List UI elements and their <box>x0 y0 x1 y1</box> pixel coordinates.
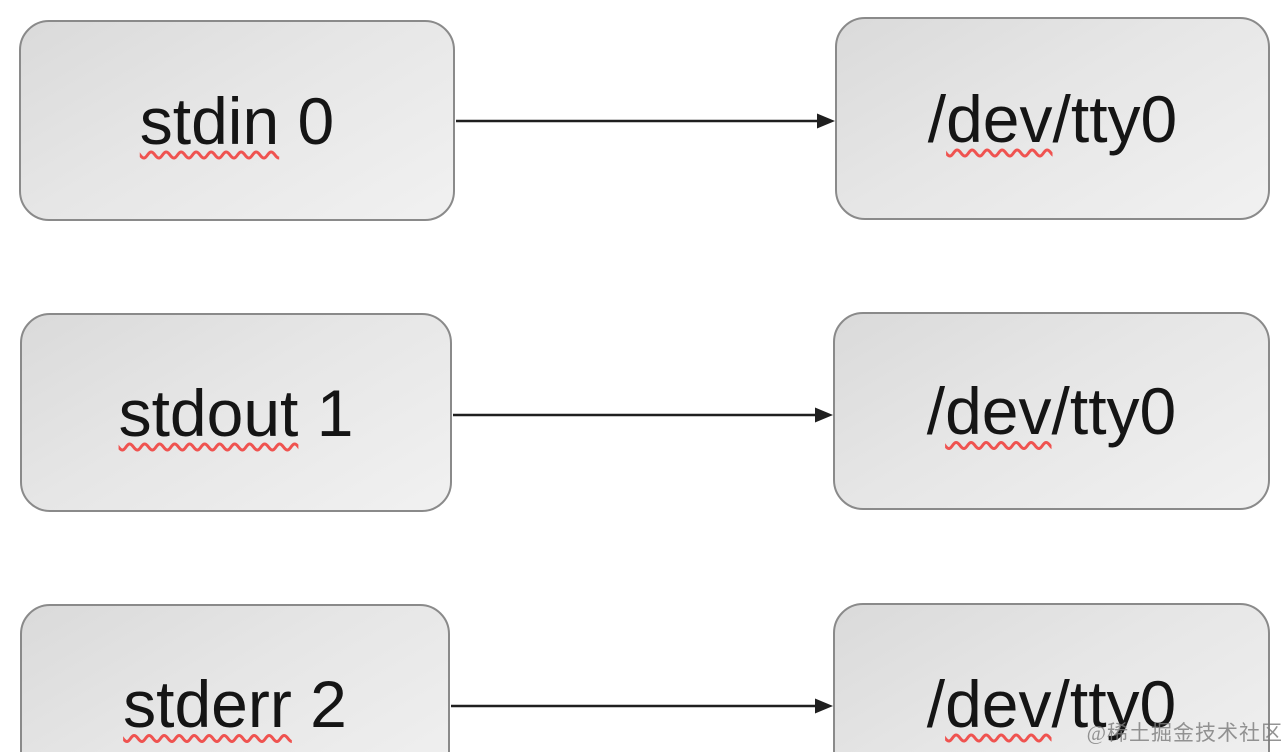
label-word-squiggled: stdout <box>118 375 299 450</box>
label-word-squiggled: dev <box>945 374 1052 448</box>
label-pre: / <box>927 81 947 156</box>
label-post: /tty0 <box>1051 374 1177 448</box>
node-devtty0-bottom-label: /dev/tty0 <box>927 666 1176 742</box>
node-stdin: stdin 0 <box>19 20 455 221</box>
label-post: /tty0 <box>1052 81 1178 156</box>
arrow-stderr-to-tty0 <box>451 698 833 714</box>
label-word-squiggled: stderr <box>123 667 292 741</box>
label-pre: / <box>926 374 946 448</box>
label-word-squiggled: stdin <box>139 83 280 158</box>
label-post: 2 <box>291 667 347 741</box>
arrow-stdout-to-tty0 <box>453 407 833 423</box>
label-word-squiggled: dev <box>946 81 1053 156</box>
label-post: /tty0 <box>1051 666 1177 741</box>
node-devtty0-top-label: /dev/tty0 <box>928 81 1177 157</box>
node-stdout-label: stdout 1 <box>119 375 354 451</box>
watermark: @稀土掘金技术社区 <box>1086 721 1283 745</box>
arrow-stdin-to-tty0 <box>456 113 835 129</box>
label-post: 1 <box>298 375 354 450</box>
node-stderr-label: stderr 2 <box>123 666 347 742</box>
node-devtty0-middle: /dev/tty0 <box>833 312 1270 510</box>
node-devtty0-middle-label: /dev/tty0 <box>927 373 1176 449</box>
node-stdin-label: stdin 0 <box>140 83 334 159</box>
node-stderr: stderr 2 <box>20 604 450 752</box>
label-word-squiggled: dev <box>945 666 1052 741</box>
node-stdout: stdout 1 <box>20 313 452 512</box>
label-post: 0 <box>279 83 335 158</box>
label-pre: / <box>926 666 946 741</box>
node-devtty0-bottom: /dev/tty0 <box>833 603 1270 752</box>
node-devtty0-top: /dev/tty0 <box>835 17 1270 220</box>
